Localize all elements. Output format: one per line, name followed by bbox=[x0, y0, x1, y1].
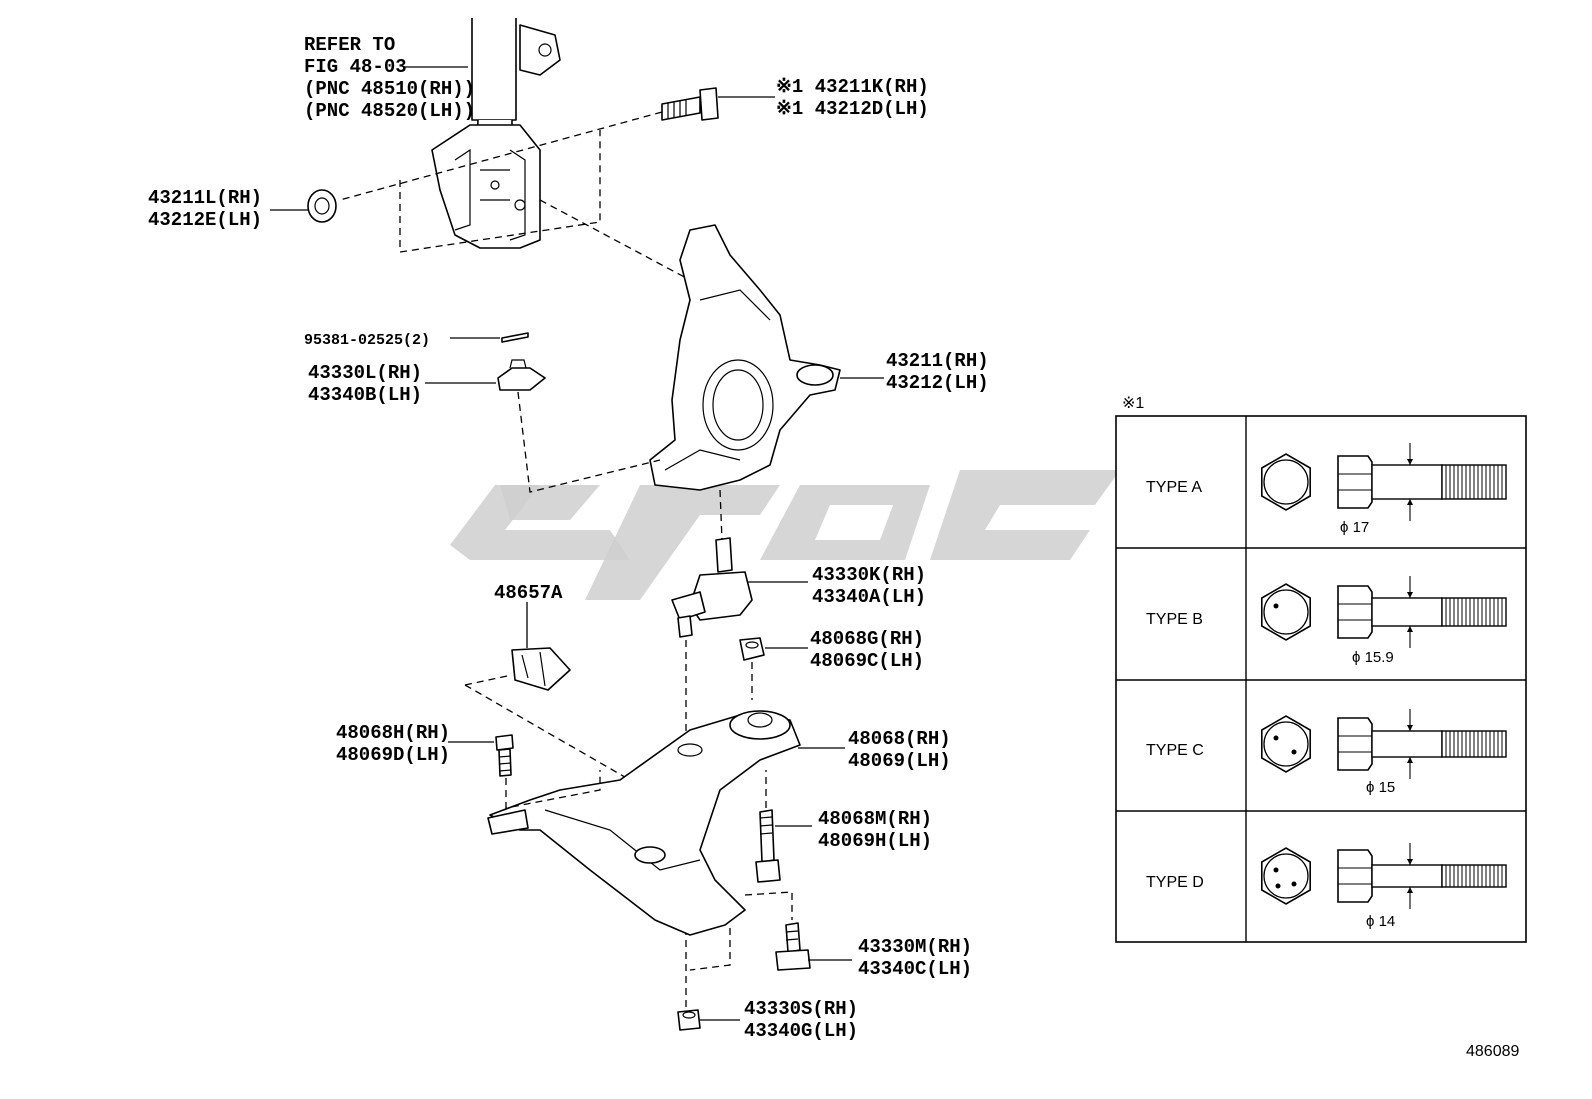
strut-assembly bbox=[431, 18, 561, 249]
bolt-type-table bbox=[1115, 415, 1527, 943]
callout-boltr-rh: 48068M(RH) bbox=[818, 808, 932, 830]
callout-nut-lh: 43212E(LH) bbox=[148, 209, 262, 231]
callout-cover-lh: 43340B(LH) bbox=[308, 384, 422, 406]
callout-nut-rh: 43211L(RH) bbox=[148, 187, 262, 209]
table-diameter-b: ϕ 15.9 bbox=[1352, 649, 1394, 666]
callout-boltb-lh: 43340C(LH) bbox=[858, 958, 972, 980]
table-diameter-d: ϕ 14 bbox=[1366, 913, 1395, 930]
rear-arm-bolt bbox=[755, 809, 781, 883]
arm-nut-upper bbox=[739, 637, 765, 661]
callout-nutc-rh: 43330S(RH) bbox=[744, 998, 858, 1020]
refer-line-3: (PNC 48510(RH)) bbox=[304, 78, 475, 100]
table-type-a: TYPE A bbox=[1146, 479, 1202, 496]
watermark-logo bbox=[450, 470, 1120, 600]
refer-line-2: FIG 48-03 bbox=[304, 56, 407, 78]
strut-nut bbox=[307, 189, 337, 223]
callout-arm-rh: 48068(RH) bbox=[848, 728, 951, 750]
strut-bolt bbox=[661, 87, 719, 121]
table-diameter-c: ϕ 15 bbox=[1366, 779, 1395, 796]
callout-knuckle-rh: 43211(RH) bbox=[886, 350, 989, 372]
callout-knuckle-lh: 43212(LH) bbox=[886, 372, 989, 394]
callout-nutc-lh: 43340G(LH) bbox=[744, 1020, 858, 1042]
callout-pin: 95381-02525(2) bbox=[304, 332, 430, 349]
table-bolt-row-4 bbox=[1261, 843, 1507, 909]
ball-joint-nut bbox=[677, 1009, 701, 1031]
dust-cover bbox=[497, 359, 546, 391]
callout-boltf-rh: 48068H(RH) bbox=[336, 722, 450, 744]
bracket bbox=[511, 647, 571, 691]
callout-arm-lh: 48069(LH) bbox=[848, 750, 951, 772]
callout-bolt-lh: ※1 43212D(LH) bbox=[776, 98, 929, 120]
table-bolt-row-1 bbox=[1261, 443, 1507, 521]
steering-knuckle bbox=[649, 224, 841, 491]
table-type-b: TYPE B bbox=[1146, 611, 1203, 628]
table-bolt-drawings bbox=[1261, 443, 1507, 909]
callout-boltb-rh: 43330M(RH) bbox=[858, 936, 972, 958]
table-bolt-row-3 bbox=[1261, 709, 1507, 779]
ball-joint bbox=[671, 537, 753, 638]
table-note: ※1 bbox=[1122, 395, 1144, 412]
table-bolt-row-2 bbox=[1261, 576, 1507, 648]
callout-balljoint-lh: 43340A(LH) bbox=[812, 586, 926, 608]
callout-bracket: 48657A bbox=[494, 582, 563, 604]
table-diameter-a: ϕ 17 bbox=[1340, 519, 1369, 536]
callout-bolt-rh: ※1 43211K(RH) bbox=[776, 76, 929, 98]
lower-control-arm bbox=[487, 710, 801, 936]
table-type-d: TYPE D bbox=[1146, 874, 1204, 891]
callout-balljoint-rh: 43330K(RH) bbox=[812, 564, 926, 586]
callout-boltf-lh: 48069D(LH) bbox=[336, 744, 450, 766]
callout-nutb-rh: 48068G(RH) bbox=[810, 628, 924, 650]
table-type-c: TYPE C bbox=[1146, 742, 1204, 759]
figure-number: 486089 bbox=[1466, 1043, 1519, 1060]
refer-line-1: REFER TO bbox=[304, 34, 395, 56]
ball-joint-bolt bbox=[775, 922, 811, 971]
callout-boltr-lh: 48069H(LH) bbox=[818, 830, 932, 852]
refer-line-4: (PNC 48520(LH)) bbox=[304, 100, 475, 122]
front-arm-bolt bbox=[495, 734, 514, 777]
callout-nutb-lh: 48069C(LH) bbox=[810, 650, 924, 672]
callout-cover-rh: 43330L(RH) bbox=[308, 362, 422, 384]
cotter-pin bbox=[501, 332, 529, 343]
